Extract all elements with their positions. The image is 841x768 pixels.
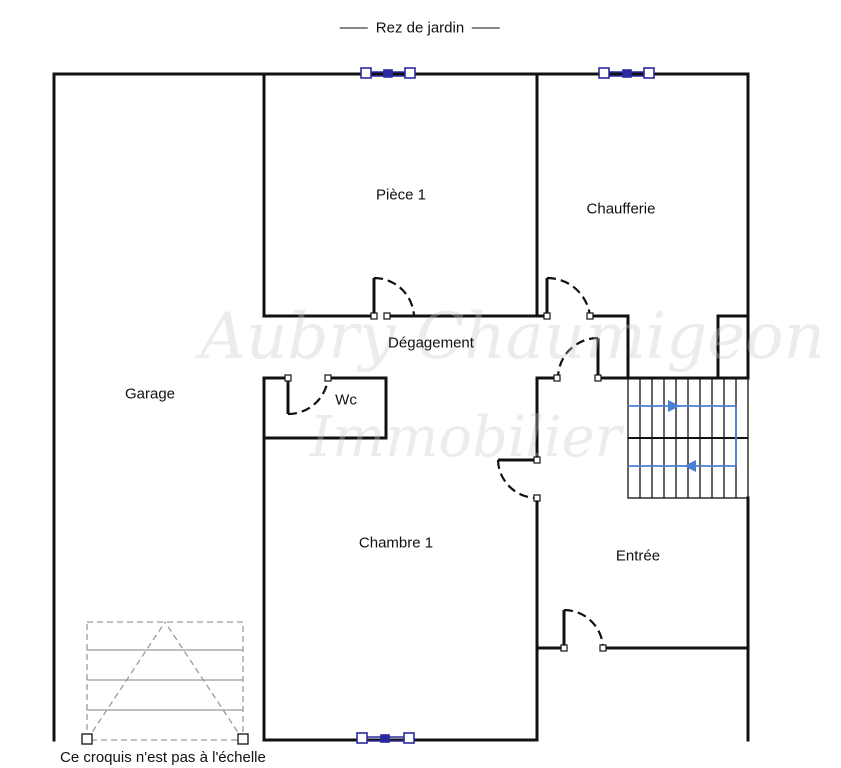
windows	[356, 67, 655, 744]
walls	[52, 72, 750, 742]
plan-title-text: Rez de jardin	[375, 19, 465, 37]
room-label-chaufferie: Chaufferie	[586, 200, 656, 218]
room-label-wc: Wc	[335, 391, 357, 409]
title-dash-right	[472, 27, 501, 29]
room-label-entree: Entrée	[615, 547, 661, 565]
door-hinges	[284, 312, 607, 652]
room-label-garage: Garage	[124, 385, 176, 403]
room-label-piece1: Pièce 1	[375, 186, 427, 204]
scale-disclaimer: Ce croquis n'est pas à l'échelle	[60, 749, 266, 766]
plan-title: Rez de jardin	[339, 19, 501, 37]
doors	[286, 276, 605, 649]
title-dash-left	[339, 27, 368, 29]
garage-door	[81, 621, 249, 745]
room-label-degagement: Dégagement	[388, 334, 474, 352]
room-label-chambre1: Chambre 1	[358, 534, 434, 552]
staircase	[627, 377, 749, 499]
stair-direction-arrow	[628, 400, 737, 472]
